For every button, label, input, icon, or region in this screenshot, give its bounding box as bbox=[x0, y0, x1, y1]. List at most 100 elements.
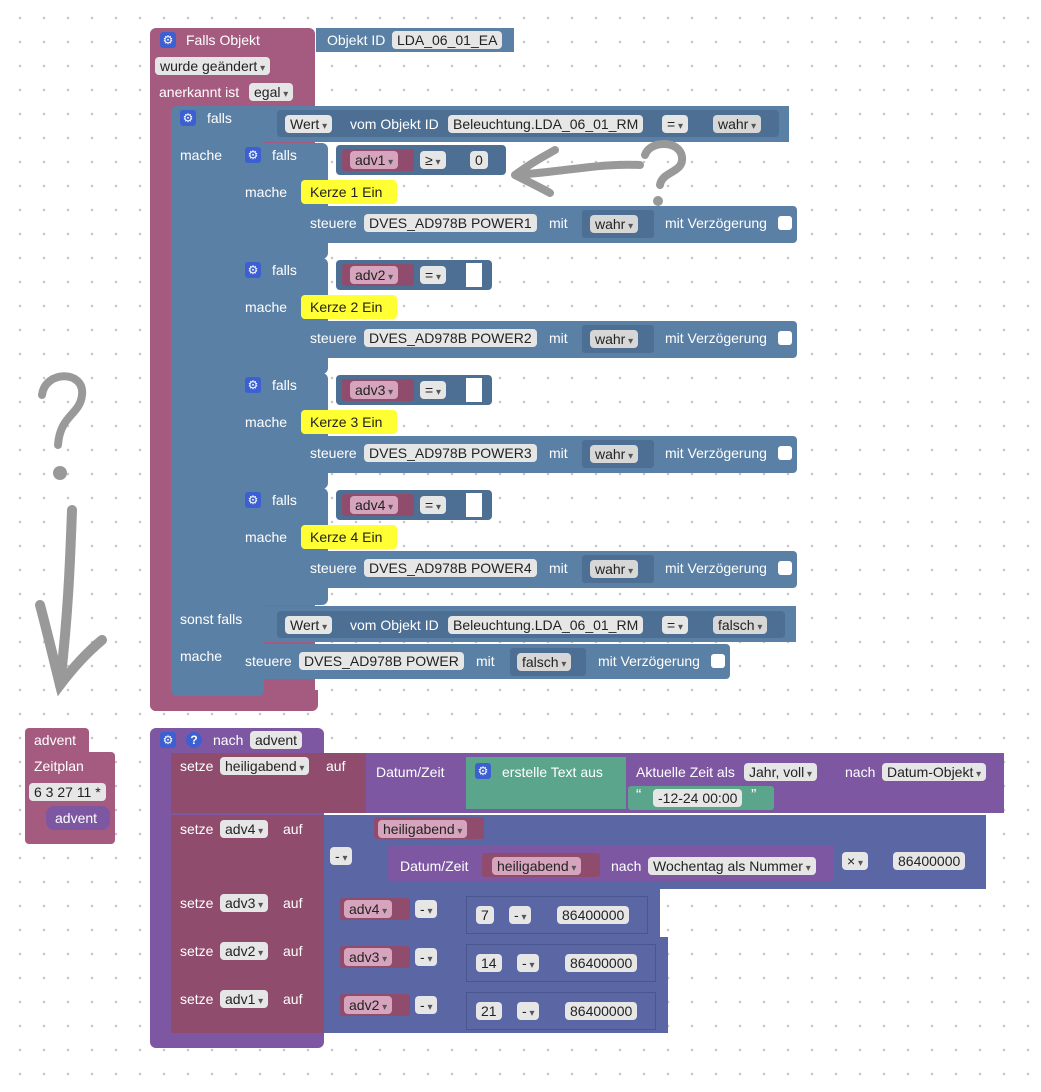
nach-label: nach bbox=[213, 732, 244, 748]
function-name-field[interactable]: advent bbox=[250, 731, 303, 749]
heiligabend-var[interactable]: heiligabend bbox=[378, 820, 468, 838]
power-field-2[interactable]: DVES_AD978B POWER2 bbox=[364, 329, 537, 347]
days-field-adv3[interactable]: 7 bbox=[476, 906, 494, 924]
times-dropdown[interactable]: × bbox=[842, 852, 868, 870]
op-dropdown-1[interactable]: ≥ bbox=[420, 151, 446, 169]
comment-block-1[interactable] bbox=[301, 180, 397, 204]
gear-icon[interactable]: ⚙ bbox=[245, 492, 261, 508]
setze-label: setze bbox=[180, 821, 214, 837]
power-field-1[interactable]: DVES_AD978B POWER1 bbox=[364, 214, 537, 232]
var-dropdown-1[interactable]: adv1 bbox=[350, 151, 399, 169]
falls-label: falls bbox=[272, 262, 297, 278]
text-literal-field[interactable]: -12-24 00:00 bbox=[653, 789, 743, 807]
trigger-title: Falls Objekt bbox=[186, 32, 260, 48]
src-var-adv1[interactable]: adv2 bbox=[344, 996, 393, 1014]
minus-dropdown[interactable]: - bbox=[415, 948, 438, 966]
wert-dropdown[interactable]: Wert bbox=[285, 115, 333, 133]
var-dropdown-3[interactable]: adv3 bbox=[350, 381, 399, 399]
gear-icon[interactable]: ⚙ bbox=[160, 732, 176, 748]
setze-label: setze bbox=[180, 758, 214, 774]
mit-label: mit bbox=[549, 215, 568, 231]
mache-label: mache bbox=[245, 299, 288, 315]
wert-dropdown[interactable]: Wert bbox=[285, 616, 333, 634]
eq-dropdown[interactable]: = bbox=[662, 115, 688, 133]
wahr-dropdown-3[interactable]: wahr bbox=[590, 445, 639, 463]
delay-checkbox-else[interactable] bbox=[711, 654, 725, 668]
rm-object-field[interactable]: Beleuchtung.LDA_06_01_RM bbox=[448, 616, 644, 634]
var-adv4-dropdown[interactable]: adv4 bbox=[220, 820, 269, 838]
var-adv1-dropdown[interactable]: adv1 bbox=[220, 990, 269, 1008]
comment-block-2[interactable] bbox=[301, 295, 397, 319]
minus-dropdown[interactable]: - bbox=[517, 954, 540, 972]
src-var-adv3[interactable]: adv4 bbox=[344, 900, 393, 918]
src-var-adv2[interactable]: adv3 bbox=[344, 948, 393, 966]
delay-checkbox-1[interactable] bbox=[778, 216, 792, 230]
var-dropdown-4[interactable]: adv4 bbox=[350, 496, 399, 514]
steuere-label: steuere bbox=[310, 215, 357, 231]
delay-checkbox-4[interactable] bbox=[778, 561, 792, 575]
day-ms-field[interactable]: 86400000 bbox=[557, 906, 630, 924]
minus-dropdown[interactable]: - bbox=[415, 996, 438, 1014]
jahr-voll-dropdown[interactable]: Jahr, voll bbox=[744, 763, 818, 781]
day-ms-field[interactable]: 86400000 bbox=[893, 852, 966, 870]
op-dropdown-3[interactable]: = bbox=[420, 381, 446, 399]
wahr-dropdown-1[interactable]: wahr bbox=[590, 215, 639, 233]
falsch-dropdown-else[interactable]: falsch bbox=[517, 653, 572, 671]
power-field-3[interactable]: DVES_AD978B POWER3 bbox=[364, 444, 537, 462]
minus-dropdown[interactable]: - bbox=[509, 906, 532, 924]
op-dropdown-2[interactable]: = bbox=[420, 266, 446, 284]
mit-label: mit bbox=[549, 445, 568, 461]
gear-icon[interactable]: ⚙ bbox=[245, 262, 261, 278]
minus-dropdown[interactable]: - bbox=[330, 847, 353, 865]
days-field-adv2[interactable]: 14 bbox=[476, 954, 502, 972]
schedule-var-block[interactable] bbox=[25, 728, 89, 752]
setze-label: setze bbox=[180, 895, 214, 911]
steuere-label: steuere bbox=[245, 653, 292, 669]
var-adv2-dropdown[interactable]: adv2 bbox=[220, 942, 269, 960]
gear-icon[interactable]: ⚙ bbox=[160, 32, 176, 48]
cron-field[interactable]: 6 3 27 11 * bbox=[29, 783, 106, 801]
wochentag-dropdown[interactable]: Wochentag als Nummer bbox=[648, 857, 816, 875]
create-text-block[interactable] bbox=[466, 757, 626, 809]
datum-objekt-dropdown[interactable]: Datum-Objekt bbox=[882, 763, 987, 781]
ack-dropdown[interactable]: egal bbox=[249, 83, 294, 101]
help-icon[interactable]: ? bbox=[186, 732, 202, 748]
wahr-dropdown-4[interactable]: wahr bbox=[590, 560, 639, 578]
comment-block-4[interactable] bbox=[301, 525, 397, 549]
changed-dropdown[interactable]: wurde geändert bbox=[155, 57, 271, 75]
comment-block-3[interactable] bbox=[301, 410, 397, 434]
op-dropdown-4[interactable]: = bbox=[420, 496, 446, 514]
eq-dropdown[interactable]: = bbox=[662, 616, 688, 634]
delay-checkbox-3[interactable] bbox=[778, 446, 792, 460]
delay-checkbox-2[interactable] bbox=[778, 331, 792, 345]
rm-object-field[interactable]: Beleuchtung.LDA_06_01_RM bbox=[448, 115, 644, 133]
gear-icon[interactable]: ⚙ bbox=[245, 147, 261, 163]
var-dropdown-2[interactable]: adv2 bbox=[350, 266, 399, 284]
gear-icon[interactable]: ⚙ bbox=[475, 763, 491, 779]
num-field-1[interactable]: 0 bbox=[470, 151, 488, 169]
days-field-adv1[interactable]: 21 bbox=[476, 1002, 502, 1020]
comment-text-2: Kerze 2 Ein bbox=[310, 299, 383, 315]
object-id-field[interactable]: LDA_06_01_EA bbox=[392, 31, 503, 49]
wahr-dropdown[interactable]: wahr bbox=[713, 115, 762, 133]
minus-dropdown[interactable]: - bbox=[517, 1002, 540, 1020]
empty-slot-2[interactable] bbox=[466, 263, 482, 287]
call-block[interactable] bbox=[46, 806, 110, 830]
falsch-dropdown[interactable]: falsch bbox=[713, 616, 768, 634]
gear-icon[interactable]: ⚙ bbox=[180, 110, 196, 126]
gear-icon[interactable]: ⚙ bbox=[245, 377, 261, 393]
var-adv3-dropdown[interactable]: adv3 bbox=[220, 894, 269, 912]
heiligabend-var-2[interactable]: heiligabend bbox=[492, 857, 582, 875]
power-field-4[interactable]: DVES_AD978B POWER4 bbox=[364, 559, 537, 577]
if-mache-label: mache bbox=[180, 147, 223, 163]
verz-label: mit Verzögerung bbox=[598, 653, 700, 669]
power-field-all[interactable]: DVES_AD978B POWER bbox=[299, 652, 464, 670]
wahr-dropdown-2[interactable]: wahr bbox=[590, 330, 639, 348]
minus-dropdown[interactable]: - bbox=[415, 900, 438, 918]
ack-label: anerkannt ist bbox=[159, 84, 240, 100]
empty-slot-4[interactable] bbox=[466, 493, 482, 517]
day-ms-field[interactable]: 86400000 bbox=[565, 954, 638, 972]
day-ms-field[interactable]: 86400000 bbox=[565, 1002, 638, 1020]
empty-slot-3[interactable] bbox=[466, 378, 482, 402]
var-heiligabend-dropdown[interactable]: heiligabend bbox=[220, 757, 310, 775]
